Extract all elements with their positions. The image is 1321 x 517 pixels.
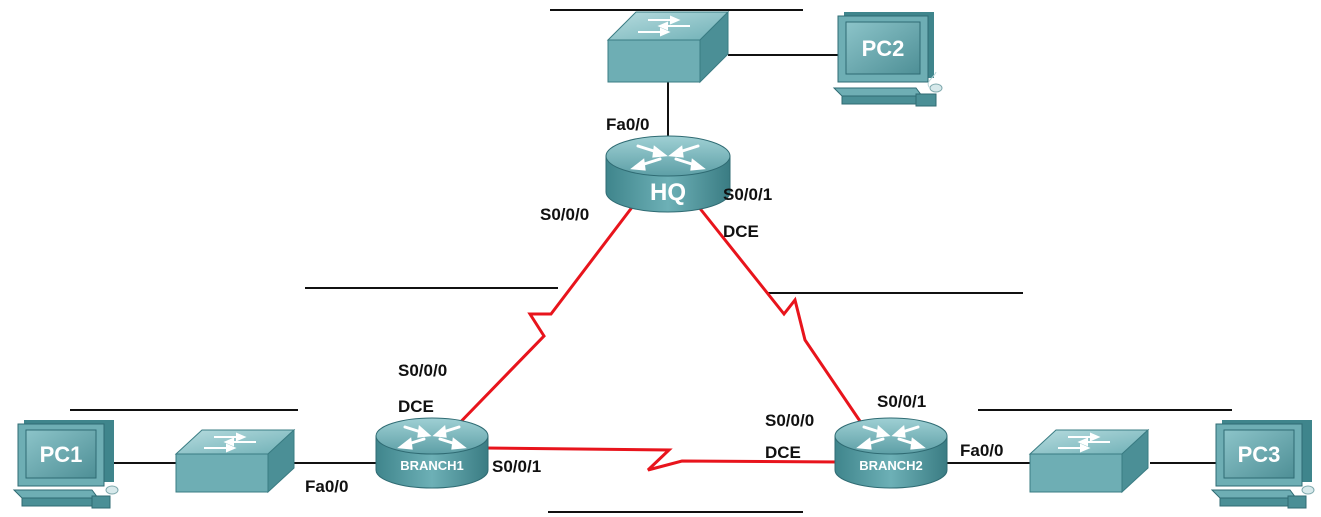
hq-s001-label: S0/0/1 xyxy=(723,185,772,204)
lan-segment-lines xyxy=(70,9,1232,513)
hq-fa00-label: Fa0/0 xyxy=(606,115,649,134)
router-arrows-icon xyxy=(397,425,467,450)
router-branch1: BRANCH1 xyxy=(375,417,489,489)
router-branch1-label: BRANCH1 xyxy=(400,458,464,473)
switch-branch1-lan xyxy=(174,428,296,494)
branch2-s001-label: S0/0/1 xyxy=(877,392,926,411)
router-hq: HQ xyxy=(605,135,731,213)
router-arrows-icon xyxy=(630,144,706,171)
router-branch2: BRANCH2 xyxy=(834,417,948,489)
pc1-label: PC1 xyxy=(40,442,83,467)
hq-s001-dce-label: DCE xyxy=(723,222,759,241)
switch-branch2-lan xyxy=(1028,428,1150,494)
pc2-label: PC2 xyxy=(862,36,905,61)
router-branch2-label: BRANCH2 xyxy=(859,458,923,473)
pc3: PC3 xyxy=(1210,420,1315,509)
pc2: PC2 xyxy=(832,12,943,107)
branch1-s000-dce-label: DCE xyxy=(398,397,434,416)
router-hq-label: HQ xyxy=(650,179,686,206)
branch2-s000-label: S0/0/0 xyxy=(765,411,814,430)
branch2-fa00-label: Fa0/0 xyxy=(960,441,1003,460)
router-arrows-icon xyxy=(856,425,926,450)
hq-s000-label: S0/0/0 xyxy=(540,205,589,224)
ethernet-links xyxy=(108,54,1220,464)
mouse-icon xyxy=(105,485,119,495)
branch2-s000-dce-label: DCE xyxy=(765,443,801,462)
branch1-s001-label: S0/0/1 xyxy=(492,457,541,476)
serial-link-hq-branch1 xyxy=(443,205,635,440)
mouse-icon xyxy=(1301,485,1315,495)
switch-hq-lan xyxy=(606,10,730,84)
pc1: PC1 xyxy=(12,420,119,509)
serial-link-hq-branch2 xyxy=(696,205,868,431)
branch1-fa00-label: Fa0/0 xyxy=(305,477,348,496)
branch1-s000-label: S0/0/0 xyxy=(398,361,447,380)
serial-links xyxy=(443,205,868,472)
serial-link-branch1-branch2 xyxy=(484,446,841,472)
pc3-label: PC3 xyxy=(1238,442,1281,467)
mouse-icon xyxy=(929,83,943,93)
interface-labels: Fa0/0 S0/0/0 S0/0/1 DCE S0/0/0 DCE S0/0/… xyxy=(305,115,1003,496)
